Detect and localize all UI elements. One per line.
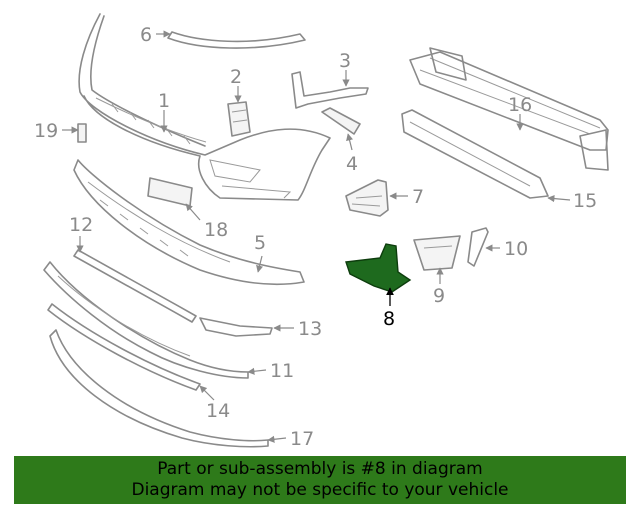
- part-8-highlighted-bracket[interactable]: [345, 243, 412, 293]
- banner-line-2: Diagram may not be specific to your vehi…: [131, 480, 509, 500]
- part-13-side-trim[interactable]: [199, 317, 273, 337]
- callout-5: 5: [254, 232, 266, 254]
- callout-labels: 6 1 2 3 4 16 15 7 19 18 5 12 13 11 14 17…: [34, 24, 597, 450]
- callout-2: 2: [230, 66, 242, 88]
- part-19-clip[interactable]: [77, 123, 87, 143]
- parts-diagram: 6 1 2 3 4 16 15 7 19 18 5 12 13 11 14 17…: [34, 13, 609, 450]
- callout-16: 16: [508, 94, 532, 116]
- callout-1: 1: [158, 90, 170, 112]
- part-11-lower-trim[interactable]: [43, 261, 249, 379]
- part-14-skid-trim[interactable]: [47, 303, 201, 391]
- leader-lines: [62, 30, 571, 443]
- callout-3: 3: [339, 50, 351, 72]
- part-3-side-bracket[interactable]: [291, 71, 369, 109]
- callout-13: 13: [298, 318, 322, 340]
- part-12-lower-grille[interactable]: [73, 249, 197, 323]
- part-17-valance[interactable]: [49, 329, 269, 448]
- info-banner: Part or sub-assembly is #8 in diagram Di…: [14, 456, 626, 504]
- banner-line-1: Part or sub-assembly is #8 in diagram: [157, 459, 483, 479]
- part-6-upper-trim[interactable]: [167, 31, 306, 49]
- callout-14: 14: [206, 400, 230, 422]
- part-2-bracket[interactable]: [227, 101, 251, 137]
- part-9-fog-lamp[interactable]: [413, 235, 461, 271]
- part-4-small-bracket[interactable]: [321, 107, 361, 135]
- part-15-energy-absorber[interactable]: [401, 109, 549, 199]
- part-18-license-bracket[interactable]: [147, 177, 193, 207]
- callout-11: 11: [270, 360, 294, 382]
- callout-10: 10: [504, 238, 528, 260]
- callout-9: 9: [433, 285, 445, 307]
- part-16-reinforcement-bar[interactable]: [409, 47, 609, 171]
- callout-18: 18: [204, 219, 228, 241]
- part-7-fog-bracket[interactable]: [345, 179, 389, 217]
- callout-15: 15: [573, 190, 597, 212]
- part-10-mounting-strip[interactable]: [467, 227, 489, 267]
- callout-8: 8: [383, 308, 395, 330]
- callout-19: 19: [34, 120, 58, 142]
- callout-6: 6: [140, 24, 152, 46]
- callout-12: 12: [69, 214, 93, 236]
- callout-7: 7: [412, 186, 424, 208]
- part-1-bumper-cover[interactable]: [78, 13, 331, 201]
- callout-17: 17: [290, 428, 314, 450]
- part-5-lower-cover[interactable]: [73, 159, 305, 286]
- callout-4: 4: [346, 153, 358, 175]
